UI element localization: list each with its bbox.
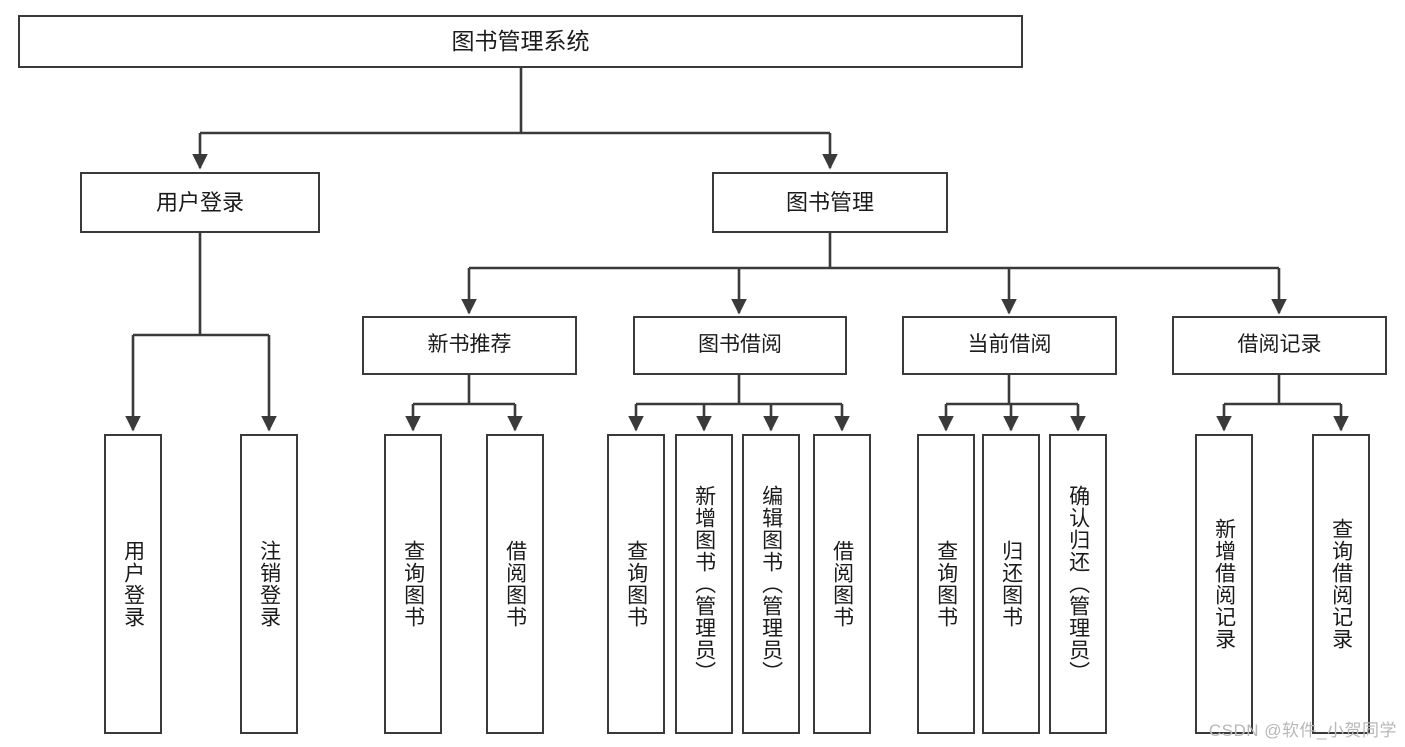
leaf-query-books-new[interactable]: 查询图书 — [384, 434, 442, 734]
node-user-login[interactable]: 用户登录 — [80, 172, 320, 233]
leaf-return-book-label: 归还图书 — [999, 540, 1023, 628]
leaf-query-borrow-record-label: 查询借阅记录 — [1329, 518, 1353, 650]
leaf-add-book-admin[interactable]: 新增图书（管理员） — [675, 434, 733, 734]
node-current-borrow-label: 当前借阅 — [967, 333, 1052, 357]
leaf-query-borrow-record[interactable]: 查询借阅记录 — [1312, 434, 1370, 734]
node-borrow-records-label: 借阅记录 — [1237, 333, 1322, 357]
leaf-logout[interactable]: 注销登录 — [240, 434, 298, 734]
node-root[interactable]: 图书管理系统 — [18, 15, 1023, 68]
leaf-edit-book-admin[interactable]: 编辑图书（管理员） — [742, 434, 800, 734]
leaf-add-borrow-record-label: 新增借阅记录 — [1212, 518, 1236, 650]
leaf-query-books-current[interactable]: 查询图书 — [917, 434, 975, 734]
node-book-management-label: 图书管理 — [785, 189, 874, 215]
node-current-borrow[interactable]: 当前借阅 — [902, 316, 1117, 375]
node-new-book-recommend-label: 新书推荐 — [427, 333, 512, 357]
node-user-login-label: 用户登录 — [155, 189, 244, 215]
node-book-management[interactable]: 图书管理 — [712, 172, 948, 233]
leaf-query-books-borrow[interactable]: 查询图书 — [607, 434, 665, 734]
leaf-borrow-books-new[interactable]: 借阅图书 — [486, 434, 544, 734]
leaf-borrow-book-label: 借阅图书 — [830, 540, 854, 628]
leaf-borrow-book[interactable]: 借阅图书 — [813, 434, 871, 734]
watermark: CSDN @软件_小贺同学 — [1208, 721, 1397, 740]
leaf-return-book[interactable]: 归还图书 — [982, 434, 1040, 734]
leaf-confirm-return-admin-label: 确认归还（管理员） — [1066, 485, 1090, 683]
leaf-query-books-new-label: 查询图书 — [401, 540, 425, 628]
node-new-book-recommend[interactable]: 新书推荐 — [362, 316, 577, 375]
leaf-query-books-borrow-label: 查询图书 — [624, 540, 648, 628]
leaf-borrow-books-new-label: 借阅图书 — [503, 540, 527, 628]
node-borrow-records[interactable]: 借阅记录 — [1172, 316, 1387, 375]
leaf-add-book-admin-label: 新增图书（管理员） — [692, 485, 716, 683]
leaf-query-books-current-label: 查询图书 — [934, 540, 958, 628]
leaf-logout-label: 注销登录 — [257, 540, 281, 628]
leaf-edit-book-admin-label: 编辑图书（管理员） — [759, 485, 783, 683]
node-book-borrow[interactable]: 图书借阅 — [633, 316, 847, 375]
node-book-borrow-label: 图书借阅 — [698, 333, 782, 357]
leaf-confirm-return-admin[interactable]: 确认归还（管理员） — [1049, 434, 1107, 734]
leaf-user-login-label: 用户登录 — [121, 540, 145, 628]
leaf-add-borrow-record[interactable]: 新增借阅记录 — [1195, 434, 1253, 734]
leaf-user-login[interactable]: 用户登录 — [104, 434, 162, 734]
node-root-label: 图书管理系统 — [451, 28, 590, 55]
